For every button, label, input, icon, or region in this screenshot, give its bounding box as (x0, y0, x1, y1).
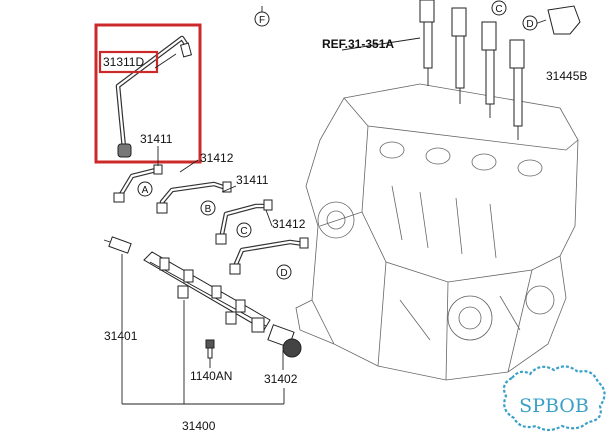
injector-clamp-31445B (547, 5, 581, 35)
callout-C-letter: C (240, 226, 247, 237)
part-label-31411-top: 31411 (140, 132, 173, 146)
sensor-31401 (103, 236, 132, 254)
leader-lines (121, 6, 421, 405)
part-label-31311D: 31311D (103, 55, 144, 69)
part-label-31412-a: 31412 (200, 151, 234, 165)
callout-D-upper: D (522, 15, 538, 31)
part-label-31445B: 31445B (546, 69, 587, 83)
callout-C-upper: C (491, 0, 507, 16)
callout-A: A (137, 181, 153, 197)
callout-F-letter: F (259, 15, 265, 26)
part-label-31402: 31402 (264, 372, 298, 386)
injector-4 (509, 39, 525, 140)
callout-F: F (254, 11, 270, 27)
part-label-31401: 31401 (104, 329, 138, 343)
callout-B-letter: B (205, 204, 212, 215)
pipe-B (156, 181, 232, 214)
part-number-highlight (98, 50, 159, 74)
part-label-31400: 31400 (182, 419, 216, 433)
injector-3 (481, 21, 497, 118)
bolt-1140AN (205, 339, 215, 359)
callout-C-upper-letter: C (495, 4, 502, 15)
valve-31402 (267, 324, 302, 358)
callout-D: D (276, 264, 292, 280)
pipe-C (215, 199, 273, 245)
common-rail-31400 (143, 251, 271, 333)
callout-B: B (200, 200, 216, 216)
fuel-pipe-31311D (115, 35, 193, 158)
injector-1 (419, 0, 435, 86)
pipe-D (229, 237, 309, 275)
callout-D-letter: D (280, 268, 287, 279)
reference-label: REF.31-351A (322, 37, 394, 51)
part-label-31412-c: 31412 (272, 217, 306, 231)
highlight-box (94, 23, 202, 164)
part-label-1140AN: 1140AN (190, 369, 232, 383)
injector-assembly (419, 0, 581, 140)
callout-D-upper-letter: D (526, 19, 533, 30)
callout-A-letter: A (142, 185, 149, 196)
watermark-badge: SPBOB (502, 365, 606, 432)
injector-2 (451, 7, 467, 104)
pipe-A (113, 164, 163, 203)
engine-block-illustration (295, 83, 579, 381)
callout-C: C (236, 222, 252, 238)
part-label-31411-b: 31411 (236, 173, 269, 187)
watermark-text: SPBOB (519, 395, 589, 417)
